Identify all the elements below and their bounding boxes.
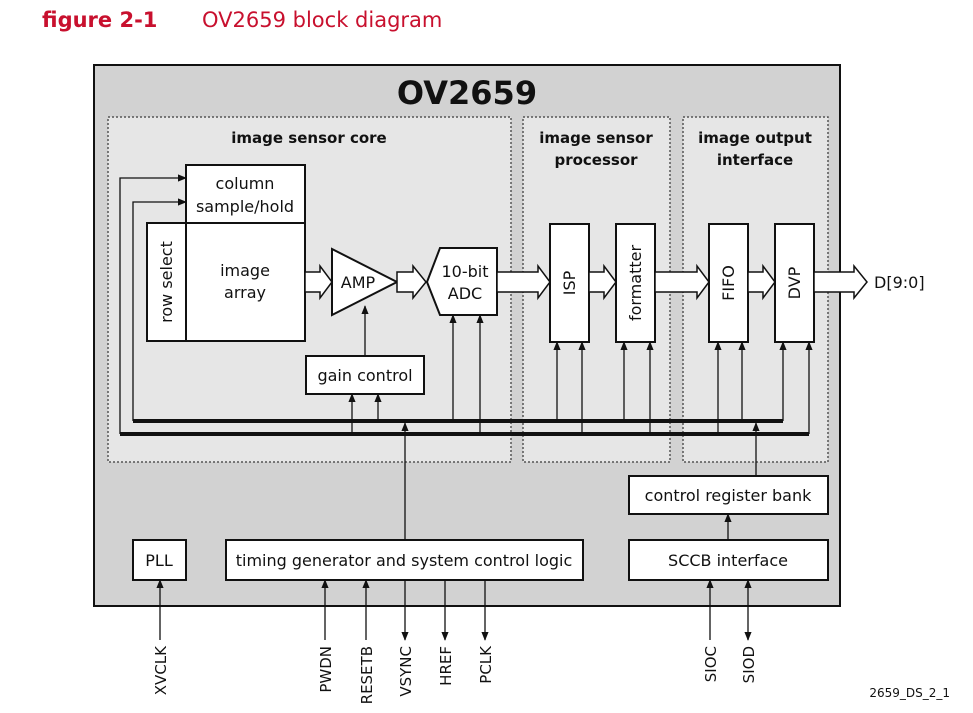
arrow-isp-to-formatter bbox=[588, 263, 617, 301]
pin-label-xvclk: XVCLK bbox=[152, 645, 170, 695]
adc-label-1: 10-bit bbox=[441, 262, 488, 281]
pin-label-pclk: PCLK bbox=[477, 645, 495, 684]
amp-label: AMP bbox=[341, 273, 376, 292]
pin-label-pwdn: PWDN bbox=[317, 646, 335, 693]
pll-block bbox=[132, 539, 187, 581]
figure-title: OV2659 block diagram bbox=[202, 8, 443, 32]
pin-label-resetb: RESETB bbox=[358, 646, 376, 704]
gain-control-label: gain control bbox=[317, 366, 412, 385]
arrow-dvp-output bbox=[813, 263, 868, 301]
pin-label-siod: SIOD bbox=[740, 646, 758, 683]
section-isp-label-1: image sensor bbox=[539, 129, 653, 147]
output-signal-label: D[9:0] bbox=[874, 273, 925, 292]
image-array-label-1: image bbox=[220, 261, 270, 280]
line-to-column bbox=[119, 174, 187, 434]
pin-label-href: HREF bbox=[437, 646, 455, 686]
line-to-row bbox=[132, 198, 187, 421]
section-output-label-1: image output bbox=[698, 129, 812, 147]
arrow-array-to-amp bbox=[304, 263, 333, 301]
fifo-label: FIFO bbox=[719, 265, 738, 301]
section-output-label-2: interface bbox=[717, 151, 793, 169]
column-label-1: column bbox=[216, 174, 275, 193]
image-array-label-2: array bbox=[224, 283, 266, 302]
formatter-label: formatter bbox=[626, 245, 645, 322]
isp-label: ISP bbox=[560, 270, 579, 295]
amp-block bbox=[331, 247, 400, 317]
image-array-block bbox=[185, 222, 306, 342]
row-select-label: row select bbox=[157, 241, 176, 323]
arrow-adc-to-isp bbox=[496, 263, 551, 301]
control-register-bank-label: control register bank bbox=[645, 486, 812, 505]
dvp-label: DVP bbox=[785, 266, 804, 299]
row-select-block bbox=[146, 222, 187, 342]
adc-block bbox=[425, 247, 498, 316]
section-core-label: image sensor core bbox=[231, 129, 386, 147]
section-isp-label-2: processor bbox=[554, 151, 638, 169]
figure-ref: 2659_DS_2_1 bbox=[869, 686, 950, 700]
chip-name: OV2659 bbox=[397, 74, 537, 112]
column-sample-hold-block bbox=[185, 164, 306, 224]
formatter-block bbox=[615, 223, 656, 343]
figure-number: figure 2-1 bbox=[42, 8, 158, 32]
sccb-interface-label: SCCB interface bbox=[668, 551, 788, 570]
timing-generator-label: timing generator and system control logi… bbox=[236, 551, 573, 570]
column-label-2: sample/hold bbox=[196, 197, 294, 216]
isp-block bbox=[549, 223, 590, 343]
pin-label-vsync: VSYNC bbox=[397, 646, 415, 697]
arrow-formatter-to-fifo bbox=[654, 263, 710, 301]
arrow-fifo-to-dvp bbox=[747, 263, 776, 301]
arrow-amp-to-adc bbox=[396, 263, 427, 301]
fifo-block bbox=[708, 223, 749, 343]
pll-label: PLL bbox=[145, 551, 173, 570]
pin-label-sioc: SIOC bbox=[702, 646, 720, 682]
dvp-block bbox=[774, 223, 815, 343]
adc-label-2: ADC bbox=[448, 284, 482, 303]
